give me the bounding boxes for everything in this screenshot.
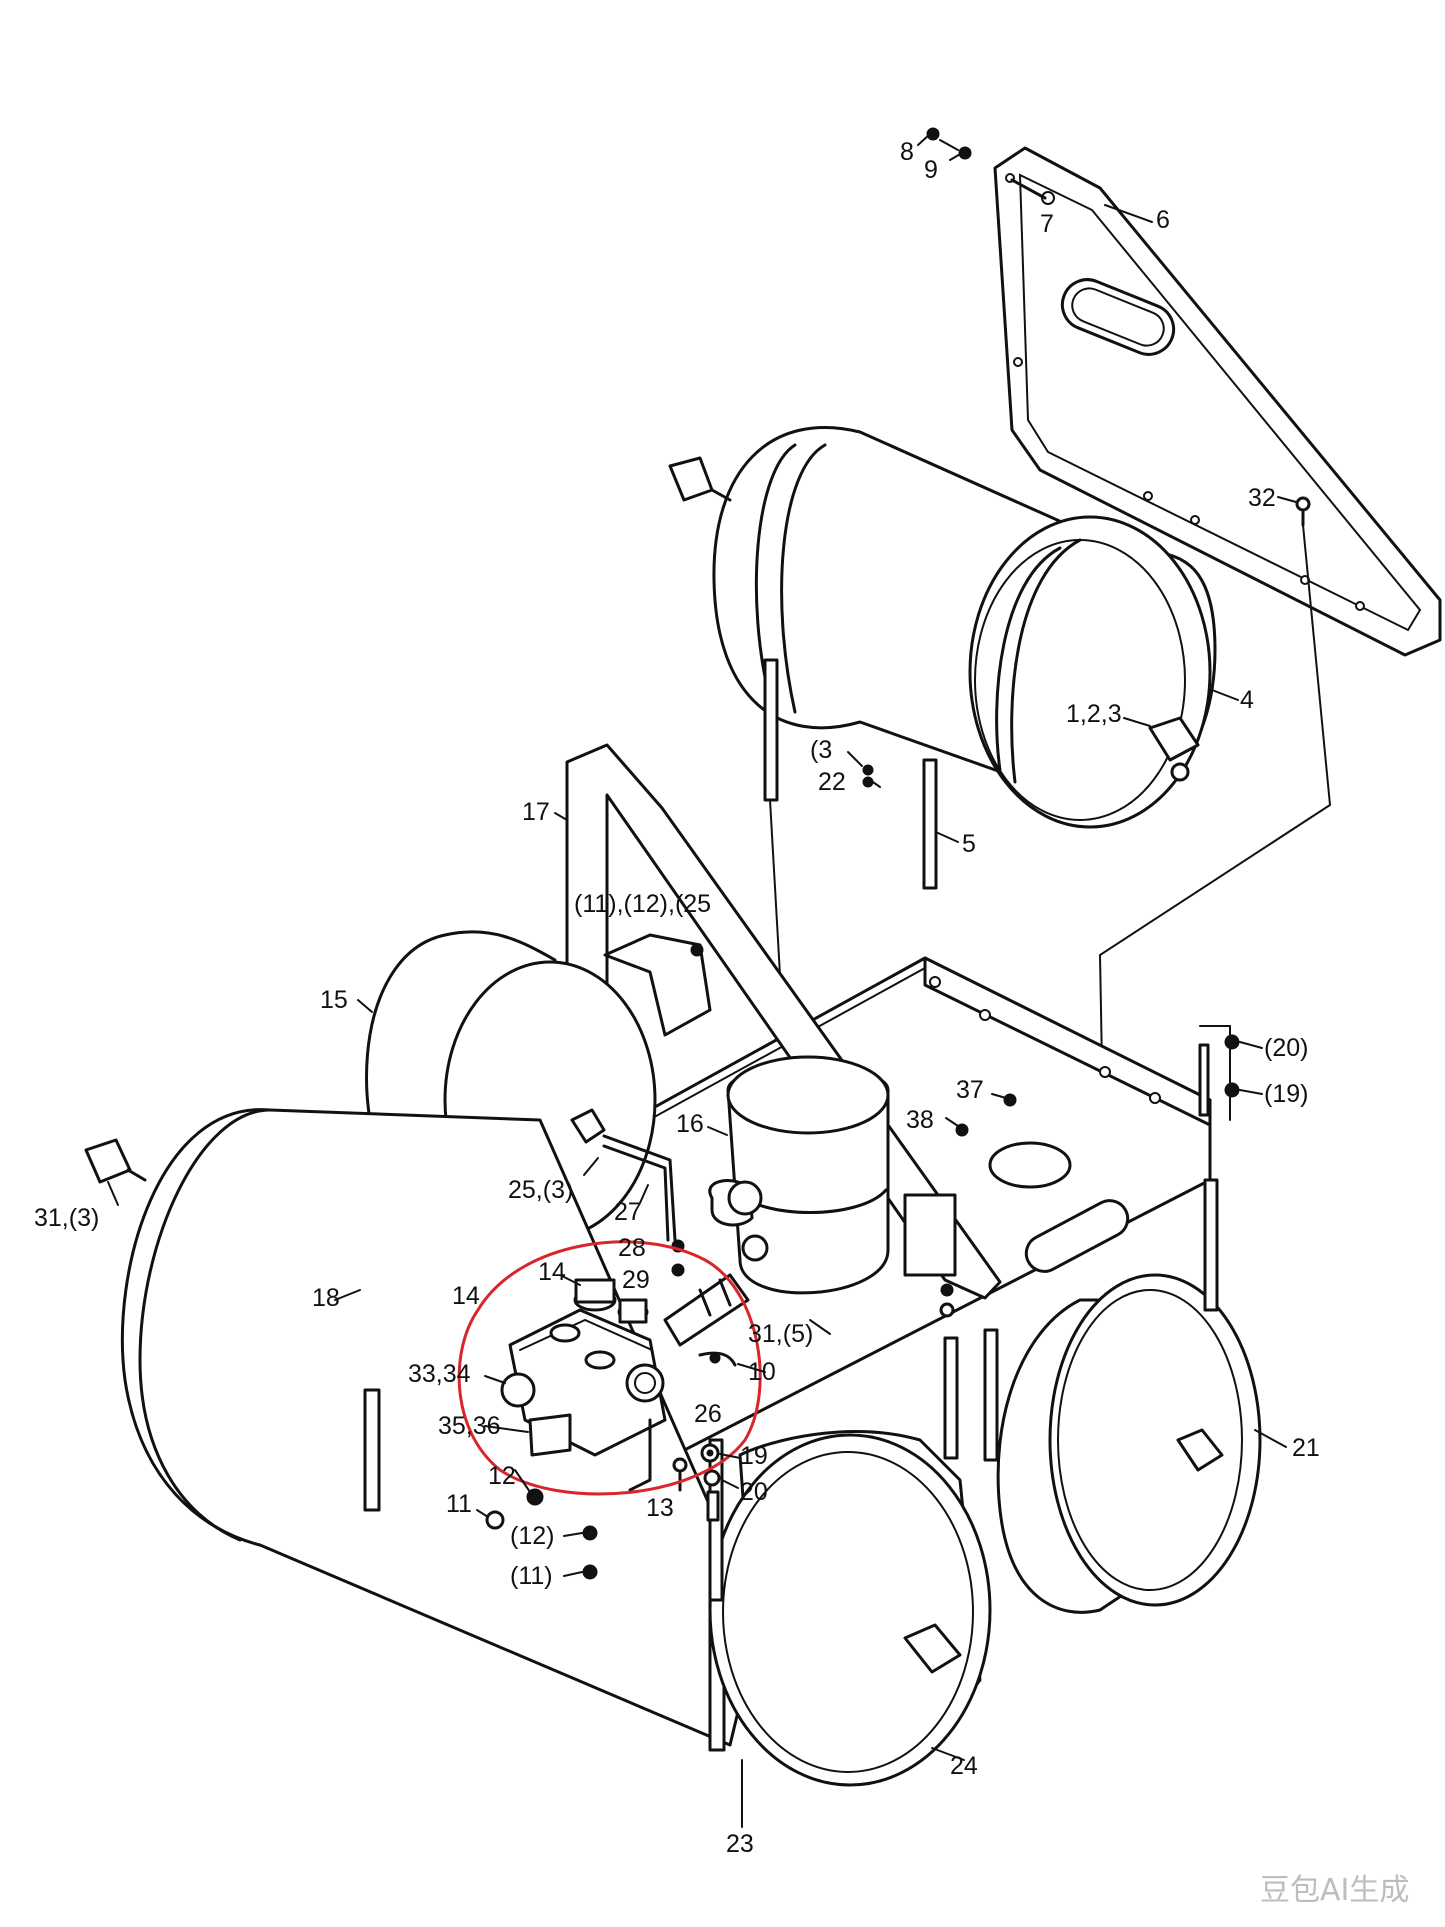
callout-3-paren: (3: [810, 736, 832, 764]
callout-20: 20: [740, 1478, 768, 1506]
callout-labels: 8 9 7 6 32 4 1,2,3 (3 22 5 17 (11),(12),…: [34, 138, 1320, 1858]
callout-19-paren: (19): [1264, 1080, 1308, 1108]
callout-28: 28: [618, 1234, 646, 1262]
callout-11-12-25: (11),(12),(25: [574, 890, 711, 918]
tank-21: [996, 1273, 1262, 1614]
callout-25-3: 25,(3): [508, 1176, 573, 1204]
callout-18: 18: [312, 1284, 340, 1312]
callout-32: 32: [1248, 484, 1276, 512]
callout-4: 4: [1240, 686, 1254, 714]
callout-26: 26: [694, 1400, 722, 1428]
callout-5: 5: [962, 830, 976, 858]
clamp-bracket: [603, 933, 712, 1037]
callout-31-5: 31,(5): [748, 1320, 813, 1348]
small-hardware: [485, 1034, 1240, 1580]
highlight-circle: [457, 1240, 762, 1496]
callout-27: 27: [614, 1198, 642, 1226]
leader-lines: [107, 133, 1297, 1828]
callout-35-36: 35,36: [438, 1412, 501, 1440]
callout-12-paren: (12): [510, 1522, 554, 1550]
tank-24: [708, 1430, 992, 1787]
callout-7: 7: [1040, 210, 1054, 238]
leader-line-32: [1098, 524, 1332, 1066]
callout-15: 15: [320, 986, 348, 1014]
callout-24: 24: [950, 1752, 978, 1780]
callout-38: 38: [906, 1106, 934, 1134]
hardware-8-9-7: [926, 127, 1047, 200]
callout-10: 10: [748, 1358, 776, 1386]
callout-23: 23: [726, 1830, 754, 1858]
callout-21: 21: [1292, 1434, 1320, 1462]
upper-air-tank: [668, 426, 1217, 890]
callout-14-b: 14: [452, 1282, 480, 1310]
callout-9: 9: [924, 156, 938, 184]
callout-12: 12: [488, 1462, 516, 1490]
large-tank: [84, 1108, 762, 1752]
watermark: 豆包AI生成: [1260, 1873, 1409, 1908]
callout-20-paren: (20): [1264, 1034, 1308, 1062]
callout-8: 8: [900, 138, 914, 166]
callout-22: 22: [818, 768, 846, 796]
device-16: [708, 1055, 957, 1295]
callout-33-34: 33,34: [408, 1360, 471, 1388]
callout-29: 29: [622, 1266, 650, 1294]
callout-19: 19: [740, 1442, 768, 1470]
callout-1-2-3: 1,2,3: [1066, 700, 1122, 728]
callout-14-a: 14: [538, 1258, 566, 1286]
callout-11: 11: [446, 1490, 472, 1518]
callout-13: 13: [646, 1494, 674, 1522]
callout-31-3: 31,(3): [34, 1204, 99, 1232]
callout-11-paren: (11): [510, 1562, 553, 1590]
bolt-32: [1295, 496, 1311, 527]
callout-6: 6: [1156, 206, 1170, 234]
leader-line-rod: [769, 799, 781, 976]
callout-16: 16: [676, 1110, 704, 1138]
valve-assembly: [500, 1234, 769, 1492]
callout-37: 37: [956, 1076, 984, 1104]
hardware-22: [862, 764, 874, 788]
callout-17: 17: [522, 798, 550, 826]
mounting-bracket: [993, 146, 1442, 657]
